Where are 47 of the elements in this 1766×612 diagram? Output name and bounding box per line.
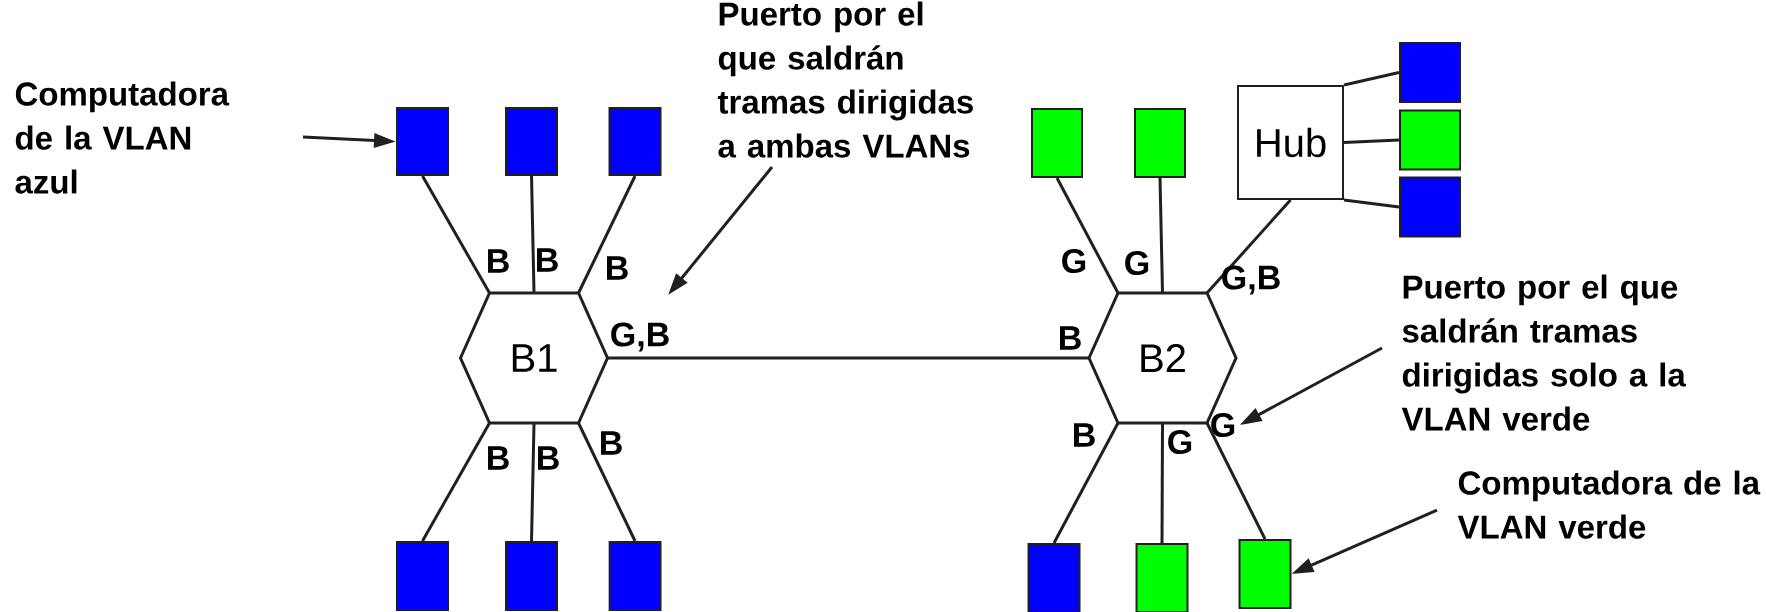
- connection-line: [530, 175, 536, 294]
- port-label: B: [1074, 423, 1095, 447]
- port-label: G,B: [611, 322, 669, 352]
- computer-box: [1134, 108, 1186, 178]
- callout-text: Puerto por el que saldrán tramas dirigidas a ambas VLANs: [717, 1, 973, 158]
- computer-box: [1027, 543, 1081, 612]
- connection-line: [1205, 422, 1267, 540]
- computer-box: [505, 107, 558, 176]
- callout-text: Puerto por el que saldrán tramas dirigidas solo a la VLAN verde: [1401, 274, 1686, 431]
- connection-line: [1055, 177, 1120, 294]
- connection-line: [421, 422, 491, 542]
- connection-line: [1160, 423, 1164, 543]
- port-label: B: [607, 256, 628, 280]
- connection-line: [577, 422, 637, 542]
- connection-line: [1343, 198, 1400, 209]
- port-label: B: [537, 248, 558, 272]
- port-label: B: [538, 446, 559, 470]
- computer-box: [1135, 543, 1189, 612]
- port-label: G: [1125, 250, 1149, 276]
- computer-box: [608, 541, 662, 611]
- connection-line: [530, 422, 536, 542]
- connection-line: [577, 175, 637, 294]
- port-label: G: [1168, 429, 1192, 455]
- port-label: B: [488, 446, 509, 470]
- connection-line: [421, 175, 491, 294]
- computer-box: [1399, 42, 1461, 103]
- connection-line: [1343, 138, 1400, 144]
- port-label: B: [1060, 326, 1081, 350]
- hub-box: Hub: [1237, 85, 1344, 200]
- computer-box: [1238, 539, 1292, 609]
- port-label: G: [1062, 248, 1086, 274]
- connection-line: [607, 356, 1089, 360]
- computer-box: [608, 107, 662, 176]
- connection-line: [1158, 177, 1164, 294]
- port-label: B: [601, 431, 622, 455]
- callout-text: Computadora de la VLAN azul: [15, 81, 230, 194]
- computer-box: [396, 107, 449, 176]
- port-label: B: [488, 249, 509, 273]
- computer-box: [1399, 176, 1461, 238]
- computer-box: [1031, 108, 1083, 178]
- connection-line: [1052, 422, 1120, 544]
- computer-box: [505, 541, 558, 611]
- computer-box: [396, 541, 449, 611]
- connection-line: [1205, 199, 1292, 294]
- callout-text: Computadora de la VLAN verde: [1457, 470, 1761, 539]
- computer-box: [1399, 109, 1461, 171]
- connection-line: [1343, 71, 1400, 87]
